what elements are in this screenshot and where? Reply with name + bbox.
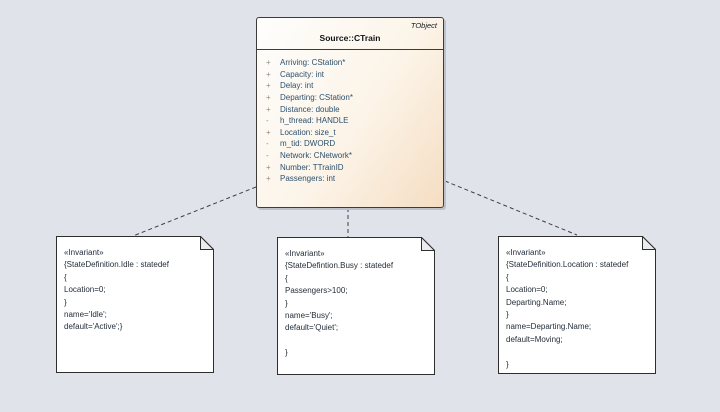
attribute-row: + Capacity: int [257,69,443,81]
attribute-text: h_thread: HANDLE [280,116,349,126]
note-line: default='Active';} [64,322,123,332]
attribute-row: + Distance: double [257,103,443,115]
attribute-row: + Delay: int [257,80,443,92]
note-line: } [285,348,288,358]
note-outline-shape [277,237,435,375]
note-fold-icon [642,236,656,250]
attribute-row: - Network: CNetwork* [257,150,443,162]
attribute-row: - m_tid: DWORD [257,138,443,150]
note-line: «Invariant» [506,248,546,257]
note-outline-shape [56,236,214,373]
visibility-sign: + [266,104,271,114]
visibility-sign: + [266,174,271,184]
note-invariant-idle[interactable]: «Invariant» {StateDefinition.Idle : stat… [56,236,214,373]
note-line: { [506,272,509,282]
note-line: { [64,272,67,282]
note-line: Location=0; [64,285,106,295]
note-fold-icon [200,236,214,250]
attribute-row: + Departing: CStation* [257,92,443,104]
note-line: name='Idle'; [64,310,107,320]
attribute-text: Location: size_t [280,127,336,137]
note-line: { [285,273,288,283]
note-line: } [506,359,509,369]
attribute-text: Departing: CStation* [280,93,353,103]
note-line: Location=0; [506,285,548,295]
attribute-text: Arriving: CStation* [280,58,346,68]
note-text: «Invariant» {StateDefinition.Location : … [498,236,656,374]
note-line: default='Quiet'; [285,323,339,333]
note-line: {StateDefinition.Idle : statedef [64,260,169,270]
note-line: name=Departing.Name; [506,322,592,332]
note-line: Passengers>100; [285,286,348,296]
visibility-sign: + [266,127,271,137]
attribute-text: Distance: double [280,104,340,114]
note-line: {StateDefinition.Location : statedef [506,260,629,270]
note-line: «Invariant» [64,248,104,257]
note-line: } [285,298,288,308]
attribute-text: m_tid: DWORD [280,139,336,149]
note-line: Departing.Name; [506,297,567,307]
attribute-text: Number: TTrainID [280,162,344,172]
class-header: TObject Source::CTrain [257,18,443,50]
class-title: Source::CTrain [319,33,381,43]
attribute-row: + Location: size_t [257,127,443,139]
visibility-sign: - [266,116,269,126]
attribute-compartment: + Arriving: CStation* + Capacity: int + Del… [257,50,443,185]
attribute-row: + Number: TTrainID [257,161,443,173]
corner-label-tobject: TObject [410,21,437,30]
note-line: «Invariant» [285,249,325,258]
note-fold-icon [421,237,435,251]
attribute-row: + Arriving: CStation* [257,57,443,69]
note-line [506,346,648,358]
note-invariant-busy[interactable]: «Invariant» {StateDefintion.Busy : state… [277,237,435,375]
note-line [285,335,427,347]
connector-class-to-idle-note[interactable] [132,186,257,237]
note-line: name='Busy'; [285,311,333,321]
attribute-text: Capacity: int [280,69,325,79]
note-line: } [506,310,509,320]
visibility-sign: + [266,69,271,79]
attribute-text: Delay: int [280,81,314,91]
attribute-row: + Passengers: int [257,173,443,185]
attribute-text: Passengers: int [280,174,336,184]
note-text: «Invariant» {StateDefintion.Busy : state… [277,237,435,375]
visibility-sign: + [266,81,271,91]
visibility-sign: - [266,139,269,149]
note-text: «Invariant» {StateDefinition.Idle : stat… [56,236,214,373]
note-outline-shape [498,236,656,374]
attribute-text: Network: CNetwork* [280,151,353,161]
visibility-sign: - [266,151,269,161]
visibility-sign: + [266,93,271,103]
class-box-ctrain[interactable]: TObject Source::CTrain + Arriving: CStati… [256,17,444,208]
note-line: default=Moving; [506,334,563,344]
note-line: {StateDefintion.Busy : statedef [285,261,394,271]
visibility-sign: + [266,162,271,172]
note-line: } [64,297,67,307]
attribute-row: - h_thread: HANDLE [257,115,443,127]
connector-class-to-location-note[interactable] [444,180,578,236]
note-invariant-location[interactable]: «Invariant» {StateDefinition.Location : … [498,236,656,374]
visibility-sign: + [266,58,271,68]
